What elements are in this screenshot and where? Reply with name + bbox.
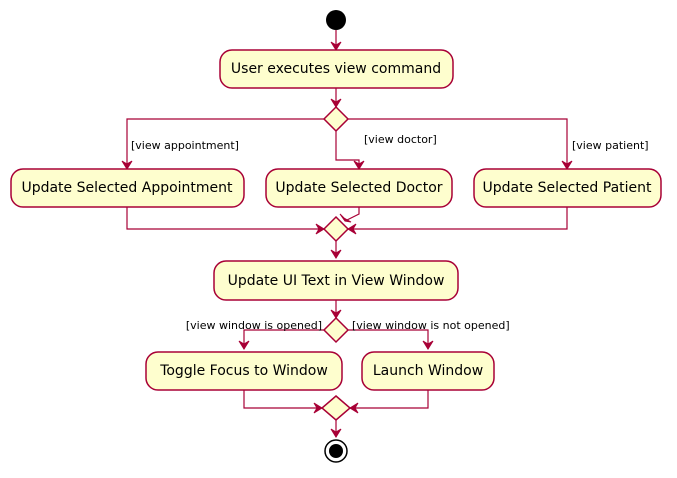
guard-view-doctor: [view doctor] [364, 133, 437, 146]
arrowhead [121, 160, 133, 170]
edge-toggle-to-merge2 [243, 390, 322, 409]
decision-window-state [322, 316, 350, 344]
decision-view-type [322, 105, 350, 133]
arrowhead [330, 98, 342, 108]
arrowhead [313, 402, 323, 414]
activity-launch: Launch Window [361, 351, 495, 391]
edge-launch-to-merge2 [350, 390, 429, 409]
activity-toggle-focus-label: Toggle Focus to Window [159, 363, 328, 379]
activity-update-ui: Update UI Text in View Window [213, 260, 459, 301]
activity-doctor: Update Selected Doctor [265, 168, 453, 208]
edges [126, 30, 568, 437]
activity-toggle-focus: Toggle Focus to Window [145, 351, 343, 391]
guard-view-appointment: [view appointment] [131, 139, 239, 152]
edge-decision-to-patient [348, 118, 568, 169]
activity-appointment: Update Selected Appointment [10, 168, 245, 208]
activity-execute-label: User executes view command [231, 61, 441, 77]
arrowhead [330, 41, 342, 51]
arrowhead [349, 402, 359, 414]
arrowheads [121, 41, 573, 438]
start-node [326, 10, 346, 30]
guard-window-opened: [view window is opened] [186, 319, 322, 332]
activity-doctor-label: Update Selected Doctor [275, 180, 442, 196]
guard-window-not-opened: [view window is not opened] [352, 319, 510, 332]
end-node [324, 439, 348, 463]
edge-decision-to-appointment [126, 118, 324, 169]
activity-update-ui-label: Update UI Text in View Window [228, 273, 445, 289]
arrowhead [330, 428, 342, 438]
activity-appointment-label: Update Selected Appointment [21, 180, 233, 196]
arrowhead [422, 340, 434, 350]
merge-view-type [322, 215, 350, 243]
arrowhead [347, 223, 357, 235]
activity-patient: Update Selected Patient [473, 168, 662, 208]
activity-launch-label: Launch Window [373, 363, 483, 379]
arrowhead [561, 160, 573, 170]
guard-view-patient: [view patient] [572, 139, 649, 152]
arrowhead [330, 249, 342, 259]
edge-appointment-to-merge [126, 207, 324, 230]
merge-window-state [320, 395, 352, 421]
arrowhead [315, 223, 325, 235]
edge-doctor-to-merge [344, 207, 360, 222]
arrowhead [238, 340, 250, 350]
edge-decision2-to-launch [348, 329, 429, 349]
activity-patient-label: Update Selected Patient [482, 180, 652, 196]
arrowhead [339, 213, 352, 223]
edge-decision2-to-toggle [243, 329, 324, 349]
activity-execute: User executes view command [219, 49, 454, 89]
edge-patient-to-merge [348, 207, 568, 230]
arrowhead [330, 309, 342, 319]
arrowhead [353, 160, 365, 170]
